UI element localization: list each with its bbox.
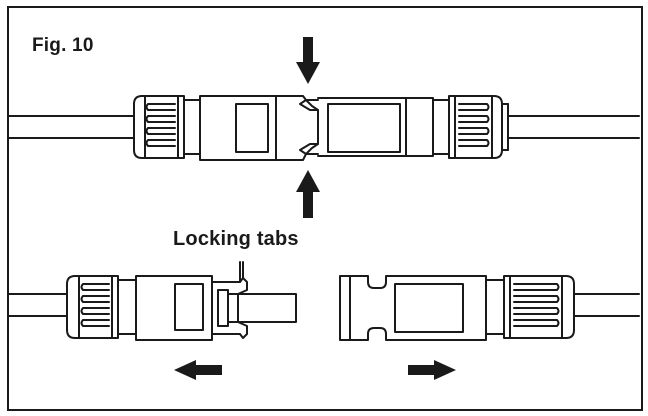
connected-assembly bbox=[8, 37, 640, 218]
figure-label: Fig. 10 bbox=[32, 35, 94, 56]
locking-tabs bbox=[211, 261, 248, 339]
locking-tabs-label: Locking tabs bbox=[173, 228, 299, 250]
top-right-housing bbox=[305, 97, 434, 157]
top-left-cable bbox=[8, 115, 135, 139]
top-left-nut bbox=[133, 95, 201, 159]
bottom-left-nut bbox=[66, 275, 137, 339]
female-housing bbox=[339, 275, 487, 341]
arrow-down-icon bbox=[296, 37, 320, 84]
bottom-left-cable bbox=[8, 293, 68, 317]
male-housing bbox=[135, 275, 213, 341]
top-left-housing bbox=[199, 95, 319, 161]
arrow-right-icon bbox=[408, 360, 456, 380]
top-right-cable bbox=[507, 115, 640, 139]
male-connector bbox=[8, 261, 297, 380]
contact-pin bbox=[237, 293, 297, 323]
female-connector bbox=[339, 275, 640, 380]
bottom-right-cable bbox=[573, 293, 640, 317]
figure-frame bbox=[7, 6, 643, 411]
arrow-left-icon bbox=[174, 360, 222, 380]
arrow-up-icon bbox=[296, 170, 320, 218]
bottom-right-nut bbox=[485, 275, 575, 339]
top-right-nut bbox=[432, 95, 509, 159]
